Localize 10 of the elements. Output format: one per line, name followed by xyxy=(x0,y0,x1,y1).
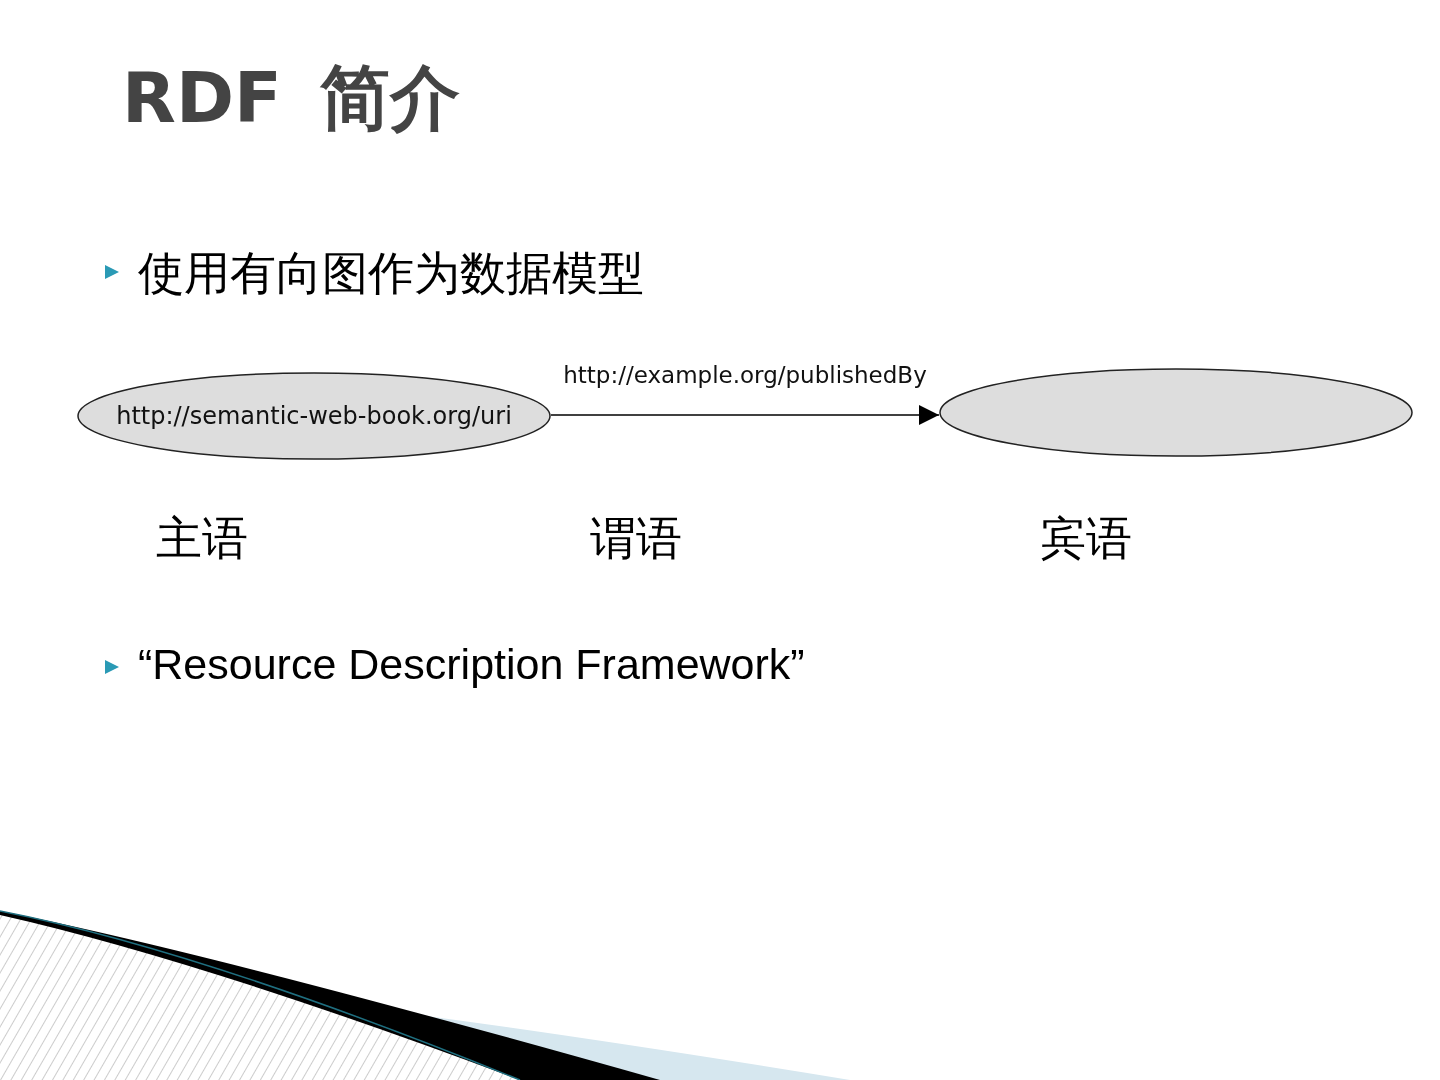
role-label: 谓语 xyxy=(590,510,682,567)
bullet-text: “Resource Description Framework” xyxy=(138,640,805,689)
resource-ellipse xyxy=(77,372,551,460)
role-label: 主语 xyxy=(156,510,248,567)
role-label: 宾语 xyxy=(1040,510,1132,567)
slide-title: RDF 简介 xyxy=(122,56,461,141)
arrow xyxy=(550,405,940,425)
bullet-text: 使用有向图作为数据模型 xyxy=(138,245,644,302)
resource-ellipse xyxy=(939,368,1413,457)
uri-text: http://semantic-web-book.org/uri xyxy=(116,402,512,430)
